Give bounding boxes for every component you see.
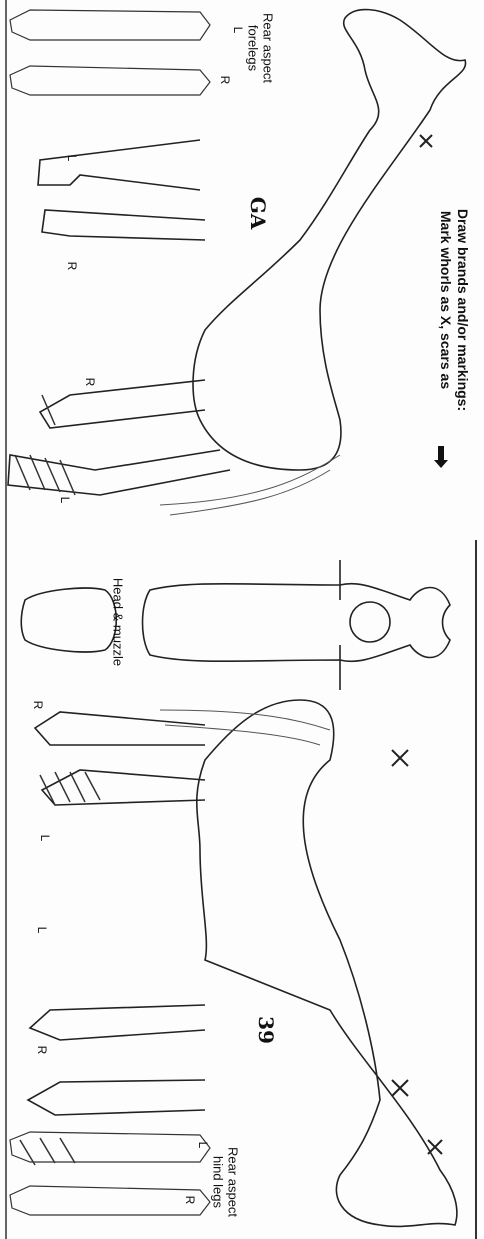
rear-forelegs-sketch — [10, 10, 210, 95]
bottom-leg-label-3: L — [35, 927, 49, 934]
rear-forelegs-left-label: L — [231, 27, 245, 34]
rear-aspect-forelegs-label-2: forelegs — [246, 25, 261, 71]
rear-hind-right-label: R — [183, 1196, 197, 1205]
scar-arrow-icon — [434, 446, 448, 468]
bottom-leg-label-4: R — [35, 1046, 49, 1055]
horse-bottom-outline — [28, 700, 457, 1226]
rear-forelegs-right-label: R — [218, 76, 232, 85]
rear-aspect-hind-label: Rear aspect — [226, 1147, 241, 1217]
instruction-line-1: Draw brands and/or markings: — [455, 209, 471, 411]
whorl-marks — [392, 135, 442, 1154]
head-muzzle-label: Head & muzzle — [111, 578, 126, 666]
handwritten-mark-bottom: 39 — [254, 1016, 278, 1044]
rear-hindlegs-sketch — [10, 1132, 210, 1215]
top-leg-label-4: L — [58, 497, 72, 504]
rear-aspect-hind-label-2: hind legs — [211, 1156, 226, 1208]
rear-aspect-forelegs-label: Rear aspect — [261, 13, 276, 83]
muzzle-outline — [21, 588, 116, 652]
bottom-leg-label-1: R — [31, 701, 45, 710]
rear-hind-left-label: L — [196, 1142, 210, 1149]
head-front-outline — [143, 560, 451, 690]
handwritten-mark-top: GA — [246, 197, 270, 230]
top-leg-label-2: R — [65, 262, 79, 271]
top-leg-label-1: L — [65, 155, 79, 162]
bottom-leg-label-2: L — [38, 835, 52, 842]
instruction-line-2: Mark whorls as X, scars as — [438, 211, 454, 389]
top-leg-label-3: R — [83, 378, 97, 387]
hatching-bottom — [20, 772, 100, 1165]
